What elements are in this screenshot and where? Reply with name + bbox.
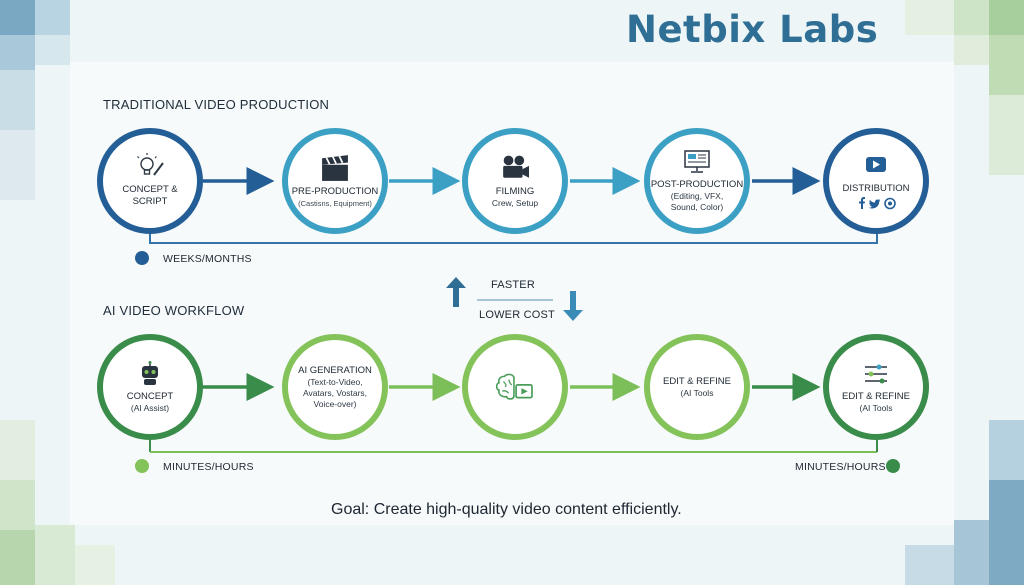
arrow-down-icon — [563, 291, 583, 321]
lower-cost-label: LOWER COST — [479, 309, 555, 321]
robot-icon — [142, 360, 158, 385]
goal-statement: Goal: Create high-quality video content … — [331, 501, 682, 518]
traditional-step-concept-script: CONCEPT & SCRIPT — [97, 128, 203, 234]
traditional-section-title: TRADITIONAL VIDEO PRODUCTION — [103, 97, 330, 112]
step-title: FILMING — [495, 185, 535, 197]
ai-section-title: AI VIDEO WORKFLOW — [103, 303, 245, 318]
step-subtitle: (AI Tools — [680, 387, 714, 398]
step-subtitle: (Text-to-Video, — [307, 376, 363, 387]
clapperboard-icon — [322, 154, 348, 181]
step-title: EDIT & REFINE — [663, 375, 731, 387]
sliders-icon — [865, 364, 887, 383]
minutes-hours-label-left: MINUTES/HOURS — [163, 461, 254, 473]
faster-label: FASTER — [491, 279, 535, 291]
traditional-step-pre-production: PRE-PRODUCTION (Castisns, Equipment) — [282, 128, 388, 234]
traditional-step-distribution: DISTRIBUTION — [823, 128, 929, 234]
step-title-line2: SCRIPT — [132, 196, 168, 207]
step-subtitle-line2: Sound, Color) — [670, 202, 724, 212]
instagram-icon — [884, 197, 896, 210]
step-title: EDIT & REFINE — [842, 390, 910, 402]
step-title: PRE-PRODUCTION — [291, 185, 379, 197]
step-subtitle-line3: Voice-over) — [313, 398, 357, 409]
minutes-hours-label-right: MINUTES/HOURS — [795, 461, 886, 473]
facebook-icon — [859, 197, 865, 209]
ai-step-generation: AI GENERATION (Text-to-Video, Avatars, V… — [282, 334, 388, 440]
minutes-hours-dot-left — [135, 459, 149, 473]
step-title: AI GENERATION — [298, 364, 372, 376]
ai-step-edit-refine: EDIT & REFINE (AI Tools — [644, 334, 750, 440]
step-subtitle: (AI Tools — [859, 402, 893, 413]
monitor-icon — [684, 150, 710, 173]
weeks-months-dot — [135, 251, 149, 265]
lightbulb-pencil-icon — [137, 153, 164, 176]
social-icons — [859, 197, 896, 210]
traditional-step-post-production: POST-PRODUCTION (Editing, VFX, Sound, Co… — [644, 128, 750, 234]
play-button-icon — [866, 157, 886, 172]
step-title: DISTRIBUTION — [842, 183, 910, 194]
ai-step-edit-refine-final: EDIT & REFINE (AI Tools — [823, 334, 929, 440]
twitter-icon — [868, 199, 881, 209]
step-subtitle: (Castisns, Equipment) — [298, 198, 372, 208]
step-subtitle: (Editing, VFX, — [670, 191, 724, 201]
minutes-hours-dot-right — [886, 459, 900, 473]
arrow-up-icon — [446, 277, 466, 307]
step-title: CONCEPT — [126, 390, 174, 402]
brain-video-icon — [495, 373, 533, 400]
brand-title: Netbix Labs — [626, 8, 879, 51]
ai-step-brain-video — [462, 334, 568, 440]
ai-step-concept: CONCEPT (AI Assist) — [97, 334, 203, 440]
step-subtitle: (AI Assist) — [130, 402, 170, 413]
step-subtitle-line2: Avatars, Vostars, — [302, 387, 368, 398]
step-title: POST-PRODUCTION — [650, 179, 744, 190]
video-camera-icon — [503, 155, 529, 178]
traditional-step-filming: FILMING Crew, Setup — [462, 128, 568, 234]
weeks-months-label: WEEKS/MONTHS — [163, 253, 252, 265]
step-subtitle: Crew, Setup — [491, 197, 539, 208]
step-title: CONCEPT & — [122, 184, 178, 195]
